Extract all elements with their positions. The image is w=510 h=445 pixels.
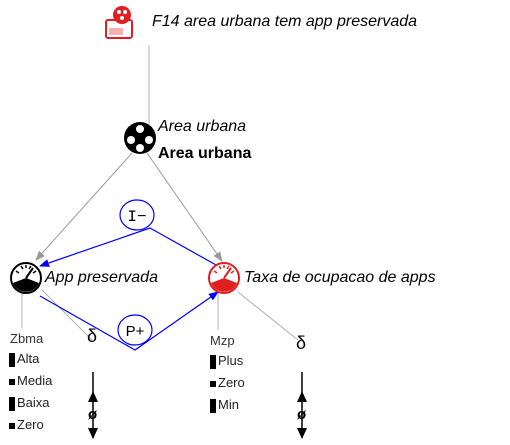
entity-name-bold: Area urbana <box>158 145 252 162</box>
app-derivative-line <box>41 289 93 341</box>
app-derivative-arrows <box>88 372 98 439</box>
i-minus-label: I− <box>127 208 146 226</box>
entity-app-link <box>35 152 133 261</box>
taxa-ocupacao-label[interactable]: Taxa de ocupacao de apps <box>244 269 436 286</box>
app-qspace-value[interactable]: Alta <box>9 351 39 367</box>
p-plus-relation-line[interactable] <box>39 291 219 351</box>
p-plus-relation[interactable]: P+ <box>117 314 153 346</box>
app-preservada-quantity-icon[interactable] <box>10 262 42 294</box>
app-qspace-value-label: Media <box>17 373 53 388</box>
app-qspace-value-label: Zero <box>17 417 44 432</box>
entity-name-italic[interactable]: Area urbana <box>158 118 247 135</box>
i-minus-relation[interactable]: I− <box>119 199 155 231</box>
taxa-derivative-arrows <box>297 372 307 439</box>
app-qspace-value[interactable]: Zero <box>9 417 44 432</box>
taxa-qspace-value[interactable]: Zero <box>210 375 245 390</box>
scenario-icon[interactable] <box>105 6 133 39</box>
taxa-qspace-name: Mzp <box>210 333 235 348</box>
app-derivative-value: ø <box>88 406 98 423</box>
taxa-qspace-value[interactable]: Min <box>210 397 239 413</box>
entity-taxa-link <box>146 152 223 262</box>
taxa-derivative-symbol[interactable]: δ <box>296 333 307 353</box>
app-qspace-value[interactable]: Baixa <box>9 395 50 411</box>
app-derivative-symbol[interactable]: δ <box>87 326 98 346</box>
entity-icon[interactable] <box>124 122 156 154</box>
p-plus-label: P+ <box>126 323 145 340</box>
app-qspace-value[interactable]: Media <box>9 373 52 388</box>
taxa-qspace-value-label: Plus <box>218 353 244 368</box>
app-qspace-value-label: Alta <box>17 351 40 366</box>
taxa-derivative-value: ø <box>297 406 307 423</box>
app-preservada-label[interactable]: App preservada <box>45 269 158 286</box>
taxa-qspace-value-label: Zero <box>218 375 245 390</box>
scenario-title[interactable]: F14 area urbana tem app preservada <box>152 13 418 30</box>
taxa-qspace-value-label: Min <box>218 397 239 412</box>
app-qspace-name: Zbma <box>10 331 44 346</box>
i-minus-relation-line[interactable] <box>39 227 226 271</box>
taxa-qspace-value[interactable]: Plus <box>210 353 243 369</box>
app-qspace-value-label: Baixa <box>17 395 50 410</box>
taxa-ocupacao-quantity-icon[interactable] <box>208 262 240 294</box>
taxa-derivative-line <box>237 291 299 341</box>
